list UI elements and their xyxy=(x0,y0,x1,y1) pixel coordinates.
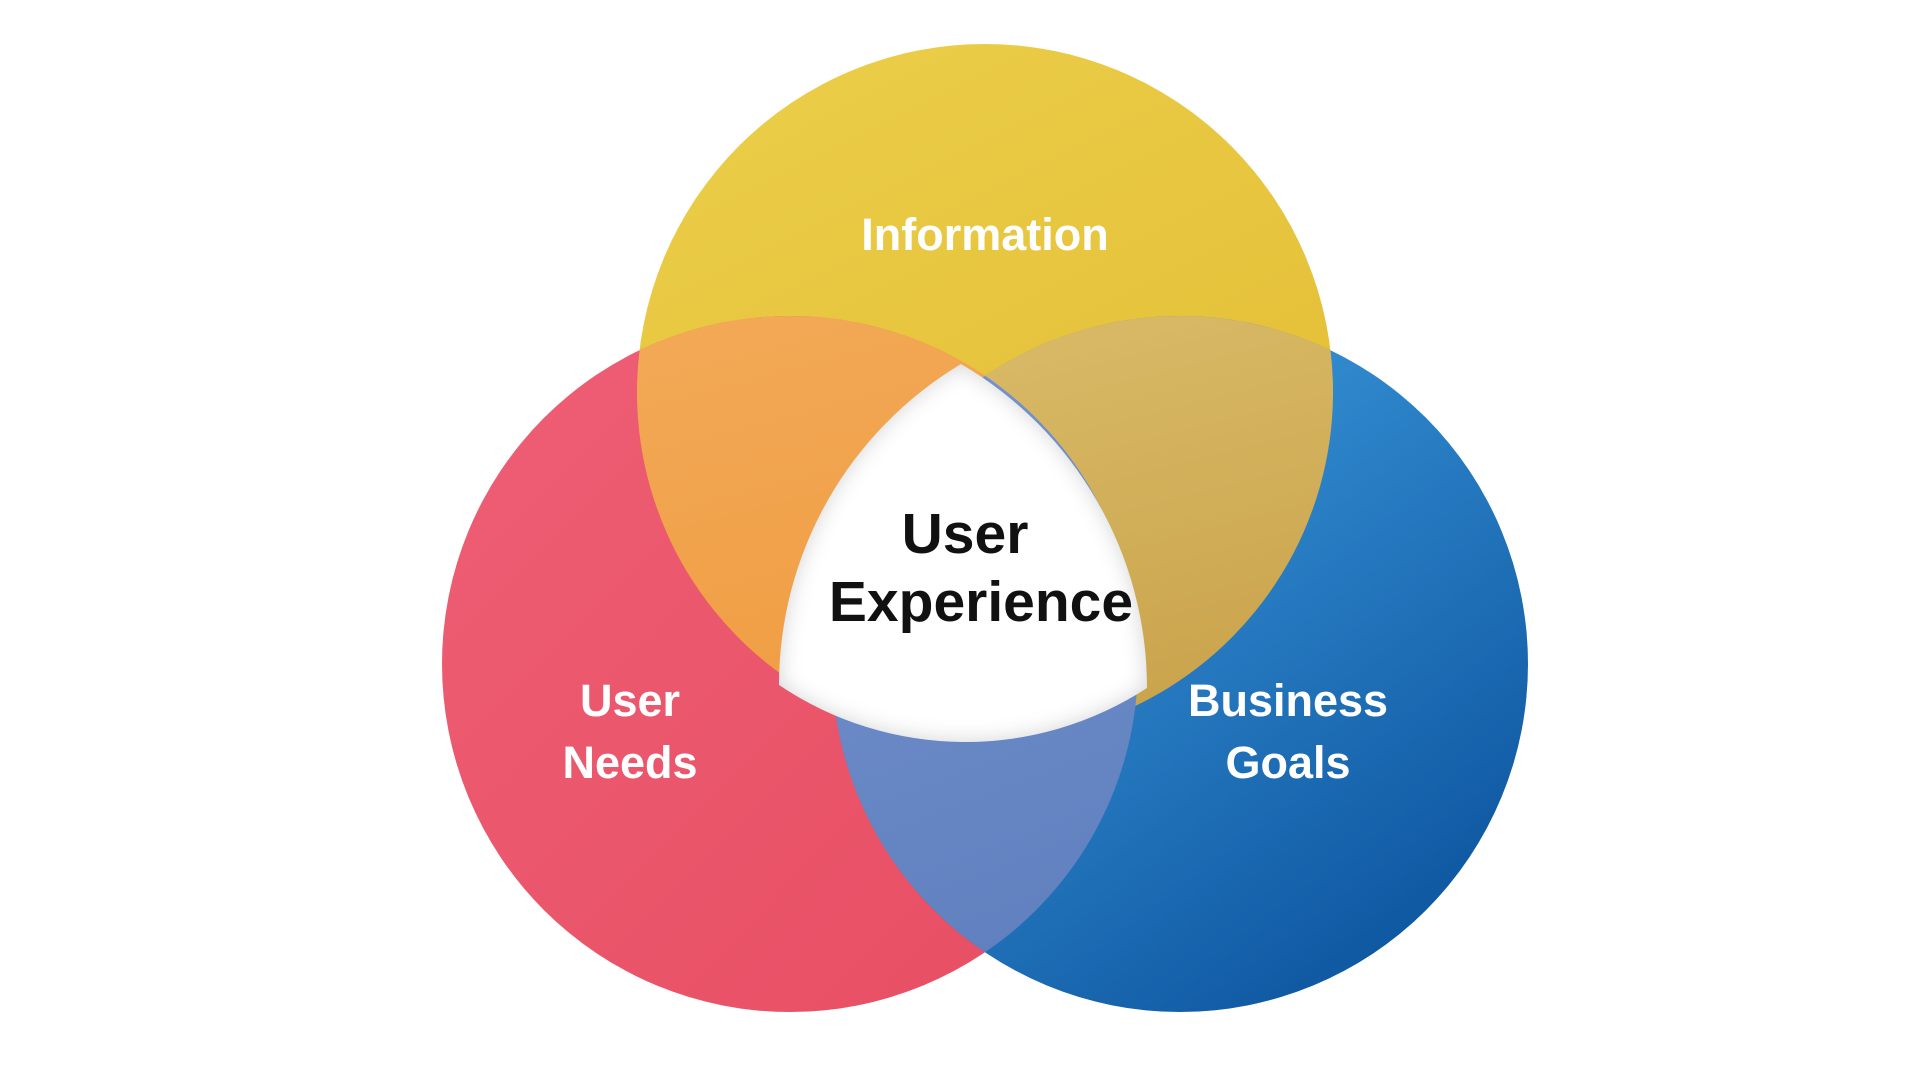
user-needs-label-line1: User xyxy=(580,675,680,726)
business-goals-label-line2: Goals xyxy=(1225,737,1350,788)
user-experience-label-line2: Experience xyxy=(829,570,1133,634)
information-label: Information xyxy=(861,209,1108,260)
user-experience-center-region xyxy=(779,364,1147,743)
user-experience-label-line1: User xyxy=(902,502,1029,566)
business-goals-label-line1: Business xyxy=(1188,675,1388,726)
user-needs-label-line2: Needs xyxy=(562,737,697,788)
